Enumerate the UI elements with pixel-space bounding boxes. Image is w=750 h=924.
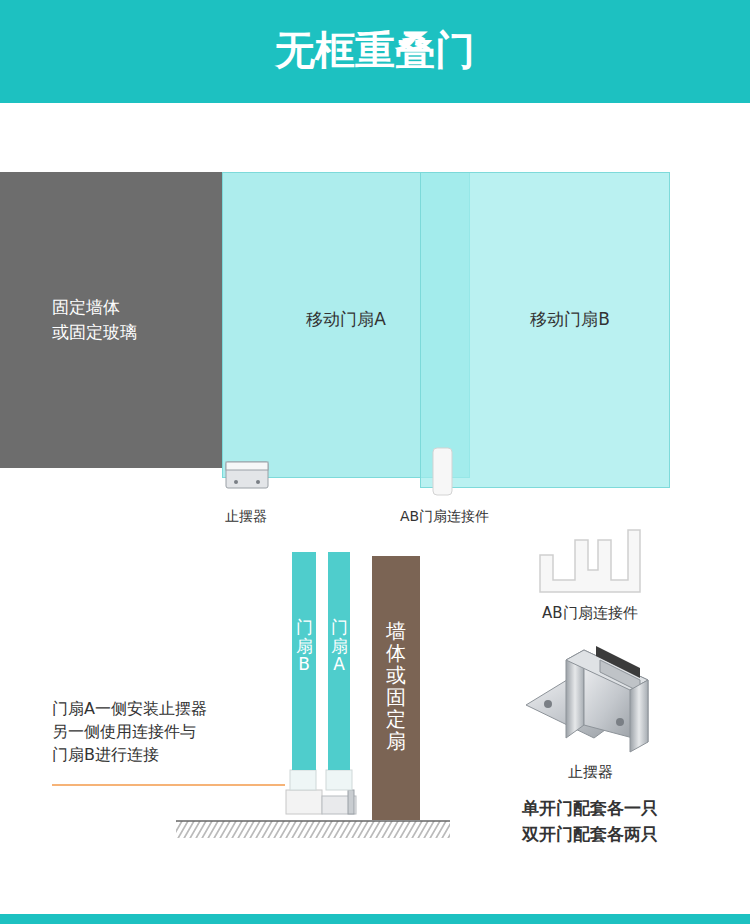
fixed-wall-box: 固定墙体 或固定玻璃 <box>0 172 222 468</box>
vertical-label: 墙体或固定扇 <box>386 620 406 752</box>
node-label: 固定墙体 或固定玻璃 <box>52 295 137 344</box>
connector-fitting <box>290 770 316 790</box>
door-leaf-b: 移动门扇B <box>420 172 670 488</box>
footer-band <box>0 914 750 924</box>
install-note: 门扇A一侧安装止摆器 另一侧使用连接件与 门扇B进行连接 <box>52 697 212 767</box>
vertical-label: 门扇B <box>296 618 313 674</box>
part-label: AB门扇连接件 <box>542 604 638 623</box>
part-label: 止摆器 <box>568 763 613 782</box>
vertical-label: 门扇A <box>331 618 348 674</box>
stopper-fitting <box>348 790 354 814</box>
page-title: 无框重叠门 <box>0 24 750 76</box>
node-label: 移动门扇B <box>530 307 610 332</box>
part-label: 止摆器 <box>225 508 267 526</box>
node-label: 移动门扇A <box>306 307 386 332</box>
part-label: AB门扇连接件 <box>400 508 489 526</box>
glass-panel-a: 门扇A <box>328 552 350 770</box>
connector-fitting <box>286 790 322 814</box>
stopper-fitting <box>326 770 352 790</box>
floor-hatch <box>176 821 450 838</box>
floor-line <box>176 820 450 822</box>
glass-panel-b: 门扇B <box>292 552 316 770</box>
wall-section: 墙体或固定扇 <box>372 556 420 820</box>
stopper-illustration <box>526 646 648 752</box>
connector-illustration <box>540 530 640 592</box>
header-band <box>0 0 750 103</box>
note-underline <box>52 784 285 786</box>
quantity-note: 单开门配套各一只 双开门配套各两只 <box>519 795 660 848</box>
